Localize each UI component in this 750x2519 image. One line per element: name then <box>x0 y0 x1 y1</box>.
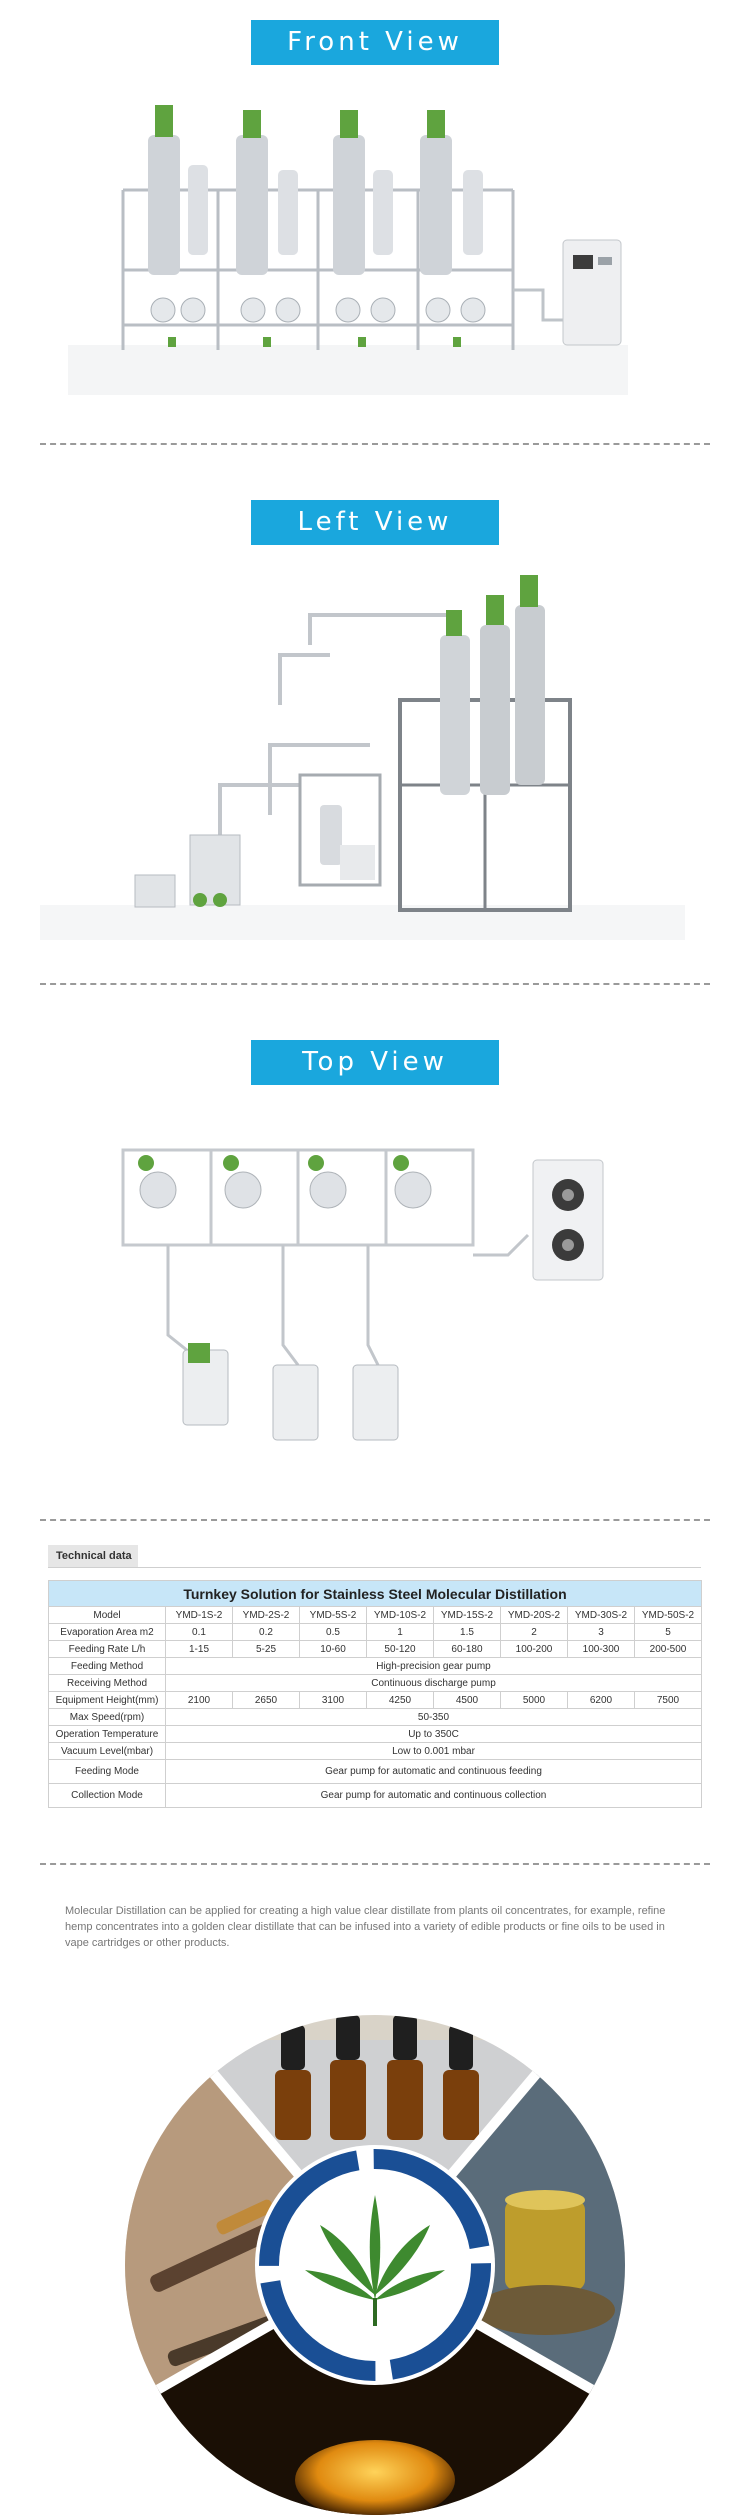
row-label: Feeding Mode <box>48 1759 166 1784</box>
front-view-image <box>68 75 628 395</box>
technical-data-tag: Technical data <box>48 1545 138 1567</box>
table-row: Receiving Method Continuous discharge pu… <box>48 1674 702 1692</box>
table-cell: 100-200 <box>500 1640 568 1658</box>
front-view-title: Front View <box>251 20 499 65</box>
table-cell: 100-300 <box>567 1640 635 1658</box>
row-label: Operation Temperature <box>48 1725 166 1743</box>
left-view-title: Left View <box>251 500 499 545</box>
row-label: Vacuum Level(mbar) <box>48 1742 166 1760</box>
table-cell: 4500 <box>433 1691 501 1709</box>
table-cell: 6200 <box>567 1691 635 1709</box>
table-cell: YMD-2S-2 <box>232 1606 300 1624</box>
row-label: Receiving Method <box>48 1674 166 1692</box>
table-cell: High-precision gear pump <box>165 1657 702 1675</box>
table-row: Model YMD-1S-2 YMD-2S-2 YMD-5S-2 YMD-10S… <box>48 1606 702 1624</box>
table-row: Collection Mode Gear pump for automatic … <box>48 1783 702 1808</box>
left-view-image <box>40 565 685 940</box>
table-row: Operation Temperature Up to 350C <box>48 1725 702 1743</box>
hemp-leaf-icon <box>305 2195 445 2326</box>
table-cell: 2100 <box>165 1691 233 1709</box>
table-caption-row: Turnkey Solution for Stainless Steel Mol… <box>48 1580 702 1607</box>
table-cell: Continuous discharge pump <box>165 1674 702 1692</box>
table-caption: Turnkey Solution for Stainless Steel Mol… <box>48 1580 702 1607</box>
table-cell: 1 <box>366 1623 434 1641</box>
table-cell: Gear pump for automatic and continuous f… <box>165 1759 702 1784</box>
row-label: Feeding Method <box>48 1657 166 1675</box>
divider <box>40 983 710 985</box>
row-label: Evaporation Area m2 <box>48 1623 166 1641</box>
table-cell: 5000 <box>500 1691 568 1709</box>
table-cell: 50-120 <box>366 1640 434 1658</box>
row-label: Model <box>48 1606 166 1624</box>
table-cell: 60-180 <box>433 1640 501 1658</box>
table-cell: 5 <box>634 1623 702 1641</box>
table-cell: YMD-20S-2 <box>500 1606 568 1624</box>
divider <box>40 1519 710 1521</box>
table-cell: Up to 350C <box>165 1725 702 1743</box>
table-cell: 0.5 <box>299 1623 367 1641</box>
row-label: Collection Mode <box>48 1783 166 1808</box>
table-cell: 50-350 <box>165 1708 702 1726</box>
table-cell: 4250 <box>366 1691 434 1709</box>
technical-data-underline <box>48 1567 701 1568</box>
row-label: Feeding Rate L/h <box>48 1640 166 1658</box>
table-cell: 2650 <box>232 1691 300 1709</box>
table-cell: YMD-30S-2 <box>567 1606 635 1624</box>
table-cell: YMD-1S-2 <box>165 1606 233 1624</box>
table-cell: 3100 <box>299 1691 367 1709</box>
spec-table: Turnkey Solution for Stainless Steel Mol… <box>48 1580 702 1808</box>
table-cell: 0.1 <box>165 1623 233 1641</box>
top-view-image <box>28 1105 628 1500</box>
table-cell: 2 <box>500 1623 568 1641</box>
row-label: Max Speed(rpm) <box>48 1708 166 1726</box>
table-row: Vacuum Level(mbar) Low to 0.001 mbar <box>48 1742 702 1760</box>
top-view-title: Top View <box>251 1040 499 1085</box>
table-cell: YMD-50S-2 <box>634 1606 702 1624</box>
table-cell: 1-15 <box>165 1640 233 1658</box>
table-cell: 5-25 <box>232 1640 300 1658</box>
table-row: Max Speed(rpm) 50-350 <box>48 1708 702 1726</box>
table-row: Feeding Rate L/h 1-15 5-25 10-60 50-120 … <box>48 1640 702 1658</box>
table-row: Equipment Height(mm) 2100 2650 3100 4250… <box>48 1691 702 1709</box>
divider <box>40 443 710 445</box>
table-row: Evaporation Area m2 0.1 0.2 0.5 1 1.5 2 … <box>48 1623 702 1641</box>
table-cell: YMD-5S-2 <box>299 1606 367 1624</box>
applications-image <box>125 2000 625 2519</box>
table-cell: 3 <box>567 1623 635 1641</box>
table-cell: 200-500 <box>634 1640 702 1658</box>
table-cell: YMD-15S-2 <box>433 1606 501 1624</box>
description-text: Molecular Distillation can be applied fo… <box>65 1905 666 1949</box>
table-cell: 1.5 <box>433 1623 501 1641</box>
table-cell: 7500 <box>634 1691 702 1709</box>
table-row: Feeding Mode Gear pump for automatic and… <box>48 1759 702 1784</box>
table-cell: Low to 0.001 mbar <box>165 1742 702 1760</box>
table-row: Feeding Method High-precision gear pump <box>48 1657 702 1675</box>
table-cell: Gear pump for automatic and continuous c… <box>165 1783 702 1808</box>
row-label: Equipment Height(mm) <box>48 1691 166 1709</box>
table-cell: 0.2 <box>232 1623 300 1641</box>
divider <box>40 1863 710 1865</box>
table-cell: 10-60 <box>299 1640 367 1658</box>
table-cell: YMD-10S-2 <box>366 1606 434 1624</box>
